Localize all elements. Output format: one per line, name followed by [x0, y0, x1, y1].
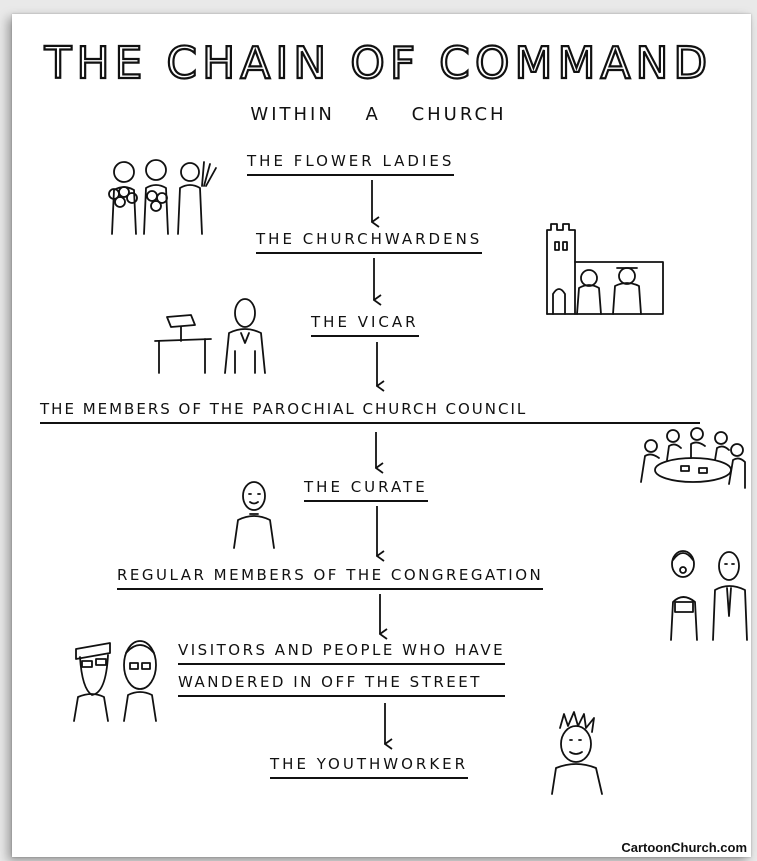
node-churchwardens: THE CHURCHWARDENS: [256, 230, 483, 254]
cartoon-subtitle: WITHIN A CHURCH: [250, 104, 507, 125]
node-label: THE FLOWER LADIES: [247, 152, 455, 176]
node-visitors: VISITORS AND PEOPLE WHO HAVE WANDERED IN…: [178, 641, 506, 697]
node-curate: THE CURATE: [304, 478, 428, 502]
node-label: THE CHURCHWARDENS: [256, 230, 483, 254]
node-pcc: THE MEMBERS OF THE PAROCHIAL CHURCH COUN…: [40, 400, 700, 424]
node-label: THE YOUTHWORKER: [270, 755, 469, 779]
flower-ladies-illustration: [108, 159, 217, 235]
node-label: THE MEMBERS OF THE PAROCHIAL CHURCH COUN…: [40, 400, 700, 424]
visitors-illustration: [73, 640, 157, 722]
node-label-line-1: VISITORS AND PEOPLE WHO HAVE: [178, 641, 506, 665]
node-label: THE VICAR: [311, 313, 419, 337]
youthworker-illustration: [551, 711, 603, 795]
vicar-illustration: [154, 298, 266, 374]
cartoon-panel: [12, 14, 751, 857]
site-credit: CartoonChurch.com: [621, 840, 747, 855]
council-meeting-illustration: [640, 427, 746, 489]
cartoon-title: THE CHAIN OF COMMAND: [44, 37, 713, 90]
node-youthworker: THE YOUTHWORKER: [270, 755, 469, 779]
node-label-line-2: WANDERED IN OFF THE STREET: [178, 673, 506, 697]
node-label: THE CURATE: [304, 478, 428, 502]
church-wardens-illustration: [546, 223, 664, 315]
node-congregation: REGULAR MEMBERS OF THE CONGREGATION: [117, 566, 544, 590]
node-flower-ladies: THE FLOWER LADIES: [247, 152, 455, 176]
node-vicar: THE VICAR: [311, 313, 419, 337]
congregation-illustration: [670, 550, 748, 641]
curate-illustration: [233, 481, 275, 549]
node-label: REGULAR MEMBERS OF THE CONGREGATION: [117, 566, 544, 590]
